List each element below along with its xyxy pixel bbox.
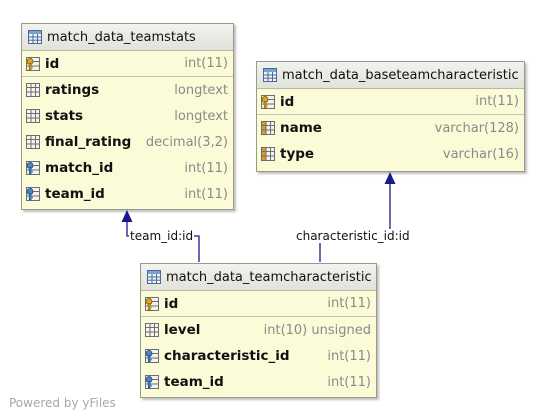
- column-row-level[interactable]: level int(10) unsigned: [141, 317, 376, 343]
- column-type: int(11): [184, 160, 228, 176]
- column-name: name: [280, 120, 322, 136]
- characteristic-relation-label: characteristic_id:id: [295, 229, 411, 243]
- table-header[interactable]: match_data_teamstats: [22, 24, 233, 51]
- column-row-team-id[interactable]: team_id int(11): [22, 181, 233, 207]
- column-name: ratings: [45, 82, 100, 98]
- column-icon: [26, 83, 40, 97]
- not-null-column-icon: [261, 147, 275, 161]
- column-type: int(11): [475, 94, 519, 109]
- column-row-team-id[interactable]: team_id int(11): [141, 369, 376, 395]
- column-name: stats: [45, 108, 84, 124]
- column-type: varchar(16): [442, 146, 519, 162]
- column-icon: [145, 323, 159, 337]
- column-row-match-id[interactable]: match_id int(11): [22, 155, 233, 181]
- column-row-ratings[interactable]: ratings longtext: [22, 77, 233, 103]
- column-type: int(11): [327, 296, 371, 311]
- column-name: team_id: [45, 186, 105, 202]
- column-name: id: [164, 295, 179, 312]
- column-type: longtext: [174, 108, 228, 124]
- column-row-name[interactable]: name varchar(128): [257, 115, 524, 141]
- column-name: level: [164, 322, 201, 338]
- column-type: int(11): [327, 348, 371, 364]
- table-match-data-teamcharacteristic[interactable]: match_data_teamcharacteristic id int(11)…: [140, 263, 377, 398]
- column-type: varchar(128): [434, 120, 519, 136]
- table-title: match_data_baseteamcharacteristic: [282, 67, 519, 83]
- primary-key-icon: [145, 297, 159, 311]
- column-type: decimal(3,2): [145, 134, 228, 150]
- characteristic-relation-arrowhead: [384, 172, 396, 184]
- table-title: match_data_teamcharacteristic: [166, 269, 372, 285]
- foreign-key-icon: [26, 161, 40, 175]
- column-name: team_id: [164, 374, 224, 390]
- table-icon: [28, 30, 42, 44]
- table-icon: [263, 68, 277, 82]
- column-name: id: [280, 93, 295, 110]
- table-match-data-teamstats[interactable]: match_data_teamstats id int(11) ratings …: [21, 23, 234, 210]
- characteristic-relation-line: [319, 182, 391, 262]
- powered-by-credit: Powered by yFiles: [9, 396, 116, 410]
- column-name: match_id: [45, 160, 114, 176]
- column-row-id[interactable]: id int(11): [141, 291, 376, 317]
- column-type: int(11): [327, 374, 371, 390]
- table-header[interactable]: match_data_baseteamcharacteristic: [257, 62, 524, 89]
- foreign-key-icon: [26, 187, 40, 201]
- column-row-id[interactable]: id int(11): [257, 89, 524, 115]
- column-type: int(10) unsigned: [263, 322, 371, 338]
- team-relation-arrowhead: [121, 210, 133, 222]
- foreign-key-icon: [145, 349, 159, 363]
- column-name: id: [45, 55, 60, 72]
- table-title: match_data_teamstats: [47, 29, 196, 45]
- column-type: longtext: [174, 82, 228, 98]
- column-icon: [26, 109, 40, 123]
- table-header[interactable]: match_data_teamcharacteristic: [141, 264, 376, 291]
- column-row-type[interactable]: type varchar(16): [257, 141, 524, 167]
- column-row-stats[interactable]: stats longtext: [22, 103, 233, 129]
- primary-key-icon: [26, 57, 40, 71]
- column-row-characteristic-id[interactable]: characteristic_id int(11): [141, 343, 376, 369]
- column-type: int(11): [184, 56, 228, 71]
- column-name: final_rating: [45, 134, 132, 150]
- table-icon: [147, 270, 161, 284]
- column-row-id[interactable]: id int(11): [22, 51, 233, 77]
- table-match-data-baseteamcharacteristic[interactable]: match_data_baseteamcharacteristic id int…: [256, 61, 525, 172]
- team-relation-label: team_id:id: [129, 229, 195, 243]
- column-row-final-rating[interactable]: final_rating decimal(3,2): [22, 129, 233, 155]
- column-type: int(11): [184, 186, 228, 202]
- primary-key-icon: [261, 95, 275, 109]
- column-icon: [26, 135, 40, 149]
- not-null-column-icon: [261, 121, 275, 135]
- column-name: type: [280, 146, 315, 162]
- foreign-key-icon: [145, 375, 159, 389]
- column-name: characteristic_id: [164, 348, 290, 364]
